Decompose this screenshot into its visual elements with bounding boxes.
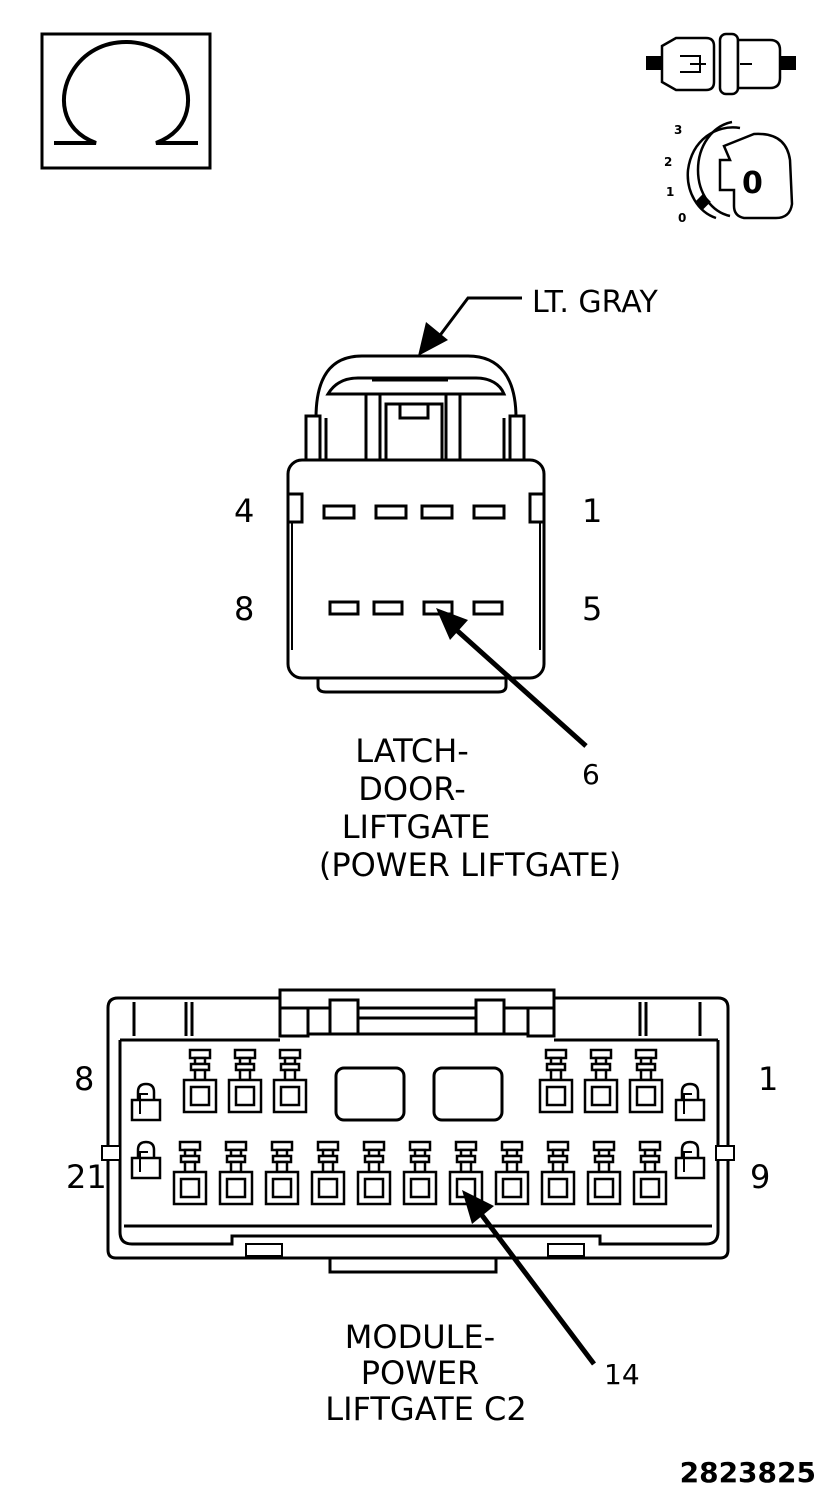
connector-name-line-3: LIFTGATE	[342, 808, 491, 846]
cavity-2	[420, 504, 454, 520]
pointed-pin-label: 6	[582, 758, 600, 791]
latch-connector: LT. GRAY	[234, 285, 658, 884]
connector-name-line-1: MODULE-	[345, 1318, 495, 1356]
terminal-pin-18	[264, 1140, 300, 1206]
ignition-position-2: 2	[664, 155, 672, 169]
latch-connector-cavities	[322, 504, 506, 616]
pin-label-9: 9	[750, 1158, 770, 1196]
cavity-6	[422, 600, 454, 616]
ignition-position-0: 0	[678, 211, 686, 225]
cavity-4	[322, 504, 356, 520]
latch-bottom-right	[674, 1140, 706, 1180]
terminal-pin-6	[272, 1048, 308, 1114]
ignition-position-1: 1	[666, 185, 674, 199]
terminal-pin-12	[540, 1140, 576, 1206]
terminal-pin-13	[494, 1140, 530, 1206]
terminal-pin-15	[402, 1140, 438, 1206]
terminal-pin-8	[182, 1048, 218, 1114]
terminal-pin-17	[310, 1140, 346, 1206]
terminal-pin-2	[583, 1048, 619, 1114]
ignition-key-label: 0	[742, 166, 763, 201]
terminal-pin-7	[227, 1048, 263, 1114]
module-connector: 8 1 21 9 14 MODULE- POWER LIFTGATE C2	[66, 988, 778, 1428]
terminal-pin-10	[632, 1140, 668, 1206]
pin-label-21: 21	[66, 1158, 107, 1196]
cavity-3	[374, 504, 408, 520]
latch-top-left	[130, 1082, 162, 1122]
connector-color-label: LT. GRAY	[532, 285, 658, 320]
terminal-pin-11	[586, 1140, 622, 1206]
connector-name-line-3: LIFTGATE C2	[325, 1390, 527, 1428]
ignition-position-3: 3	[674, 123, 682, 137]
pin-label-1: 1	[758, 1060, 778, 1098]
connector-name-line-4: (POWER LIFTGATE)	[319, 846, 621, 884]
connector-name-line-2: POWER	[361, 1354, 480, 1392]
module-connector-terminals	[172, 1048, 668, 1206]
omega-icon	[40, 32, 212, 170]
terminal-pin-3	[538, 1048, 574, 1114]
cavity-1	[472, 504, 506, 520]
pin-label-1: 1	[582, 492, 602, 530]
figure-number: 2823825	[680, 1456, 816, 1489]
terminal-pin-1	[628, 1048, 664, 1114]
latch-top-right	[674, 1082, 706, 1122]
pin-label-5: 5	[582, 590, 602, 628]
latch-bottom-left	[130, 1140, 162, 1180]
pin-label-8: 8	[234, 590, 254, 628]
pin-label-8: 8	[74, 1060, 94, 1098]
cavity-8	[328, 600, 360, 616]
terminal-pin-16	[356, 1140, 392, 1206]
module-connector-latches	[130, 1082, 706, 1180]
pointed-pin-label: 14	[604, 1358, 640, 1391]
terminal-pin-20	[172, 1140, 208, 1206]
pin-label-4: 4	[234, 492, 254, 530]
connector-name-line-1: LATCH-	[355, 732, 469, 770]
connector-name-line-2: DOOR-	[358, 770, 466, 808]
connector-disconnected-icon	[646, 32, 796, 96]
cavity-7	[372, 600, 404, 616]
ignition-key-off-icon: 3 2 1 0 0	[664, 120, 794, 225]
terminal-pin-19	[218, 1140, 254, 1206]
cavity-5	[472, 600, 504, 616]
